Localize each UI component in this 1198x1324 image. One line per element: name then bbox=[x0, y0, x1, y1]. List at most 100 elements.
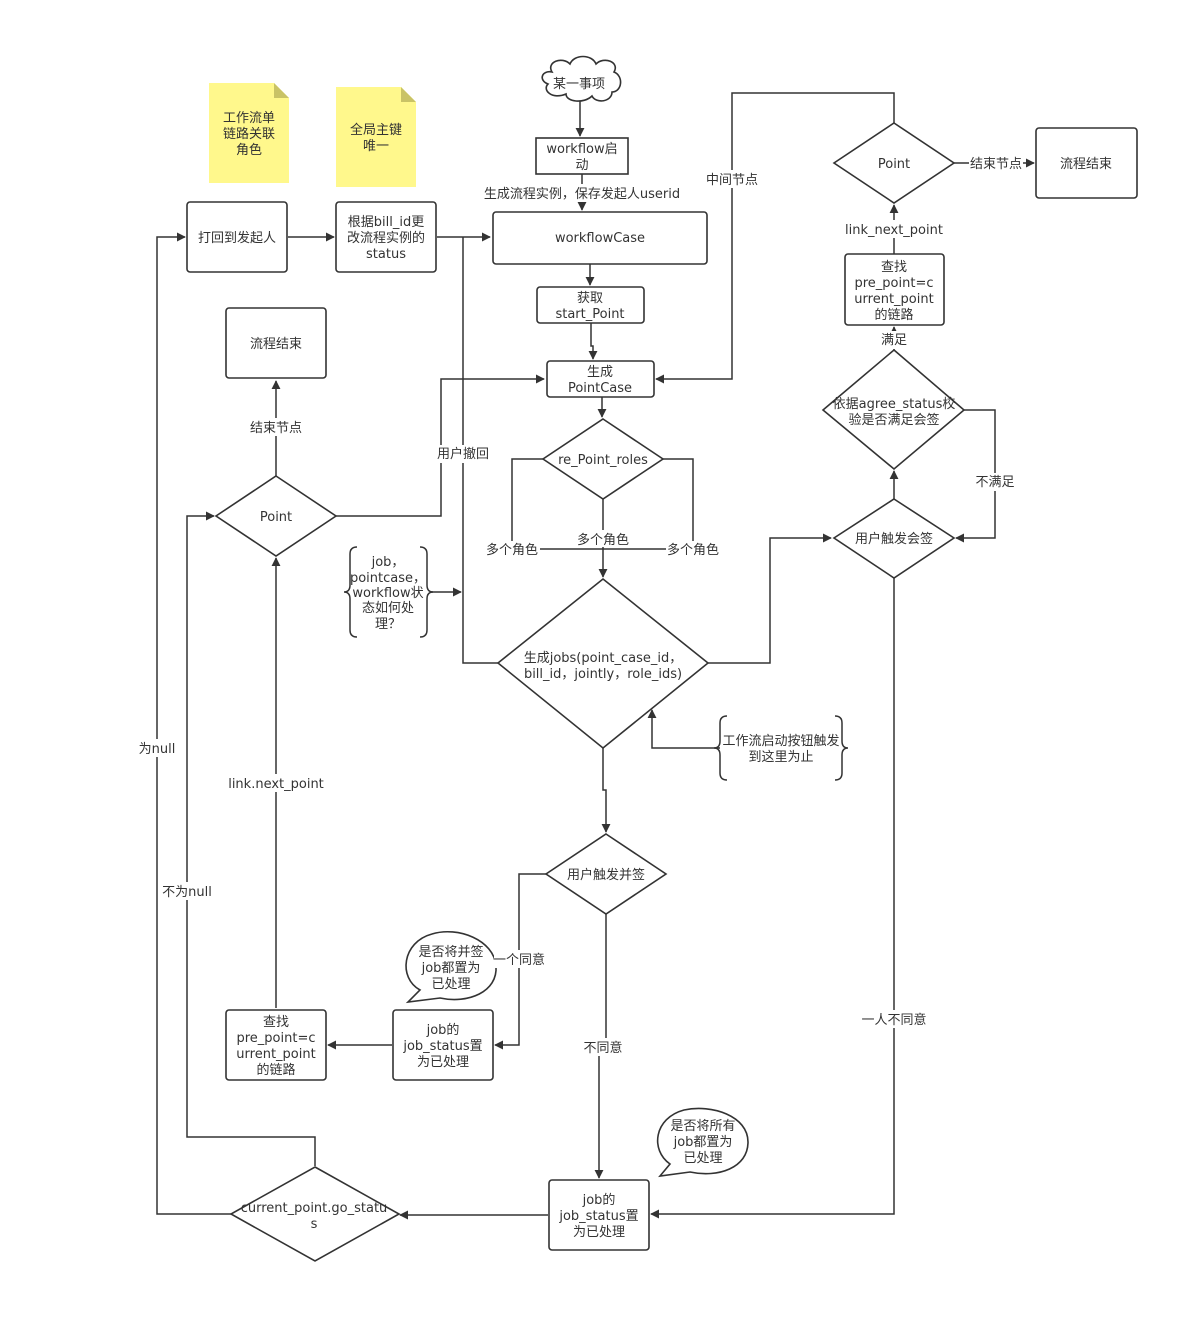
node-point-right-label: Point bbox=[878, 157, 910, 172]
node-point-right[interactable]: Point bbox=[832, 122, 956, 204]
note-global-key-line-1: 全局主键 bbox=[350, 122, 402, 138]
node-flow-end-left-label: 流程结束 bbox=[250, 337, 302, 352]
edge-label-end-node-left: 结束节点 bbox=[250, 421, 302, 436]
edge-get-start-point-to-gen-point-case bbox=[588, 323, 598, 360]
callout-parallel-line-3: 已处理 bbox=[431, 977, 470, 992]
node-find-link-right-line-1: 查找 bbox=[881, 260, 907, 275]
node-job-status-mid[interactable]: job的 job_status置 为已处理 bbox=[392, 1009, 494, 1081]
edge-roles-left-branch bbox=[511, 458, 603, 550]
node-find-link-left-line-1: 查找 bbox=[263, 1015, 289, 1030]
node-job-status-mid-line-2: job_status置 bbox=[402, 1039, 482, 1054]
node-re-point-roles-label: re_Point_roles bbox=[558, 453, 648, 468]
edge-jobs-to-parallel bbox=[601, 748, 611, 833]
node-user-trigger-countersign-label: 用户触发会签 bbox=[855, 531, 933, 547]
edge-label-link-next-point-right: link_next_point bbox=[845, 223, 943, 238]
node-gen-point-case-line-1: 生成 bbox=[587, 365, 613, 380]
node-gen-point-case-line-2: PointCase bbox=[568, 381, 632, 396]
node-point-left[interactable]: Point bbox=[214, 475, 338, 557]
node-go-status-line-2: s bbox=[311, 1217, 318, 1232]
callout-all-jobs-line-2: job都置为 bbox=[673, 1135, 733, 1150]
node-gen-jobs-line-2: bill_id，jointly，role_ids) bbox=[524, 667, 682, 682]
note-link-roles-line-2: 链路关联 bbox=[223, 126, 275, 142]
edge-brace-start-button-pointer bbox=[647, 709, 720, 749]
node-re-point-roles[interactable]: re_Point_roles bbox=[541, 418, 665, 500]
node-gen-jobs[interactable]: 生成jobs(point_case_id， bill_id，jointly，ro… bbox=[496, 577, 710, 750]
annotation-job-state-line-4: 态如何处 bbox=[362, 600, 414, 616]
node-reject-to-initiator-label: 打回到发起人 bbox=[198, 230, 276, 246]
node-workflow-case-label: workflowCase bbox=[555, 231, 645, 246]
node-find-link-right-line-4: 的链路 bbox=[874, 307, 913, 323]
node-workflow-start-line-1: workflow启 bbox=[546, 142, 617, 157]
node-reject-to-initiator[interactable]: 打回到发起人 bbox=[186, 201, 288, 273]
node-agree-status-check[interactable]: 依据agree_status校 验是否满足会签 bbox=[821, 348, 966, 471]
edge-label-satisfied: 满足 bbox=[881, 333, 907, 348]
edge-labels: 生成流程实例，保存发起人userid 中间节点 结束节点 link_next_p… bbox=[139, 155, 1023, 1056]
edge-label-gen-instance: 生成流程实例，保存发起人userid bbox=[484, 186, 680, 202]
edge-label-one-agree: 一个同意 bbox=[493, 952, 545, 968]
note-global-key-line-2: 唯一 bbox=[363, 139, 389, 154]
node-go-status[interactable]: current_point.go_statu s bbox=[229, 1166, 401, 1262]
node-update-status-line-1: 根据bill_id更 bbox=[348, 215, 424, 230]
node-job-status-bottom-line-1: job的 bbox=[582, 1192, 616, 1208]
callout-all-jobs-line-1: 是否将所有 bbox=[670, 1119, 735, 1134]
node-find-link-left-line-4: 的链路 bbox=[256, 1062, 295, 1078]
node-point-left-label: Point bbox=[260, 510, 292, 525]
node-gen-jobs-line-1: 生成jobs(point_case_id， bbox=[524, 651, 683, 666]
note-link-roles-line-1: 工作流单 bbox=[223, 111, 275, 126]
edge-jobs-back-to-update-status bbox=[462, 237, 498, 664]
edge-label-disagree: 不同意 bbox=[583, 1040, 622, 1056]
node-start-event[interactable]: 某一事项 bbox=[541, 55, 622, 102]
node-user-trigger-parallel[interactable]: 用户触发并签 bbox=[544, 833, 668, 915]
edge-point-right-middle-node bbox=[655, 92, 895, 384]
node-find-link-left-line-2: pre_point=c bbox=[236, 1031, 315, 1046]
callout-all-jobs-line-3: 已处理 bbox=[683, 1151, 722, 1166]
annotation-job-state: job， pointcase， workflow状 态如何处 理？ bbox=[343, 546, 434, 638]
node-gen-point-case[interactable]: 生成 PointCase bbox=[546, 360, 655, 398]
node-workflow-case[interactable]: workflowCase bbox=[492, 211, 708, 265]
annotation-job-state-line-1: job， bbox=[371, 555, 405, 570]
edge-go-status-not-null bbox=[186, 511, 316, 1166]
node-workflow-start-line-2: 动 bbox=[575, 158, 588, 173]
edge-roles-right-branch bbox=[603, 458, 694, 550]
node-update-status-line-2: 改流程实例的 bbox=[347, 230, 425, 246]
node-job-status-mid-line-1: job的 bbox=[426, 1022, 460, 1038]
edge-label-not-satisfied: 不满足 bbox=[975, 475, 1014, 490]
node-user-trigger-parallel-label: 用户触发并签 bbox=[567, 867, 645, 883]
node-job-status-bottom[interactable]: job的 job_status置 为已处理 bbox=[548, 1179, 650, 1251]
node-find-link-right-line-2: pre_point=c bbox=[854, 276, 933, 291]
node-job-status-bottom-line-2: job_status置 bbox=[558, 1209, 638, 1224]
edge-jobs-to-countersign bbox=[708, 533, 832, 664]
edge-label-middle-node: 中间节点 bbox=[706, 173, 758, 188]
edge-label-user-withdraw: 用户撤回 bbox=[437, 446, 489, 462]
node-get-start-point-line-1: 获取 bbox=[577, 291, 603, 306]
node-workflow-start[interactable]: workflow启 动 bbox=[535, 137, 629, 175]
annotation-job-state-line-2: pointcase， bbox=[350, 571, 426, 586]
annotation-job-state-line-5: 理？ bbox=[375, 617, 401, 632]
node-job-status-bottom-line-3: 为已处理 bbox=[573, 1225, 625, 1240]
edge-label-is-null: 为null bbox=[139, 742, 176, 757]
node-flow-end-right-label: 流程结束 bbox=[1060, 157, 1112, 172]
node-update-status-line-3: status bbox=[366, 247, 406, 262]
node-find-link-left-line-3: urrent_point bbox=[236, 1047, 315, 1062]
node-find-link-right[interactable]: 查找 pre_point=c urrent_point 的链路 bbox=[844, 253, 945, 326]
node-get-start-point-line-2: start_Point bbox=[555, 307, 624, 322]
node-agree-status-check-line-2: 验是否满足会签 bbox=[848, 412, 939, 428]
edge-go-status-is-null bbox=[156, 232, 231, 1215]
annotation-start-button: 工作流启动按钮触发 到这里为止 bbox=[713, 715, 849, 781]
node-flow-end-right[interactable]: 流程结束 bbox=[1035, 127, 1138, 199]
node-job-status-mid-line-3: 为已处理 bbox=[417, 1055, 469, 1070]
node-start-event-label: 某一事项 bbox=[553, 77, 605, 92]
node-user-trigger-countersign[interactable]: 用户触发会签 bbox=[832, 498, 956, 579]
callout-parallel-line-2: job都置为 bbox=[421, 961, 481, 976]
node-update-status[interactable]: 根据bill_id更 改流程实例的 status bbox=[335, 201, 437, 273]
node-get-start-point[interactable]: 获取 start_Point bbox=[536, 286, 645, 324]
node-flow-end-left[interactable]: 流程结束 bbox=[225, 307, 327, 379]
note-link-roles-line-3: 角色 bbox=[236, 142, 262, 158]
edge-label-not-null: 不为null bbox=[162, 885, 212, 900]
annotation-job-state-line-3: workflow状 bbox=[352, 586, 423, 601]
note-link-roles: 工作流单 链路关联 角色 bbox=[209, 83, 289, 183]
edge-countersign-one-disagree bbox=[650, 578, 895, 1219]
node-find-link-left[interactable]: 查找 pre_point=c urrent_point 的链路 bbox=[225, 1009, 327, 1081]
node-find-link-right-line-3: urrent_point bbox=[854, 292, 933, 307]
